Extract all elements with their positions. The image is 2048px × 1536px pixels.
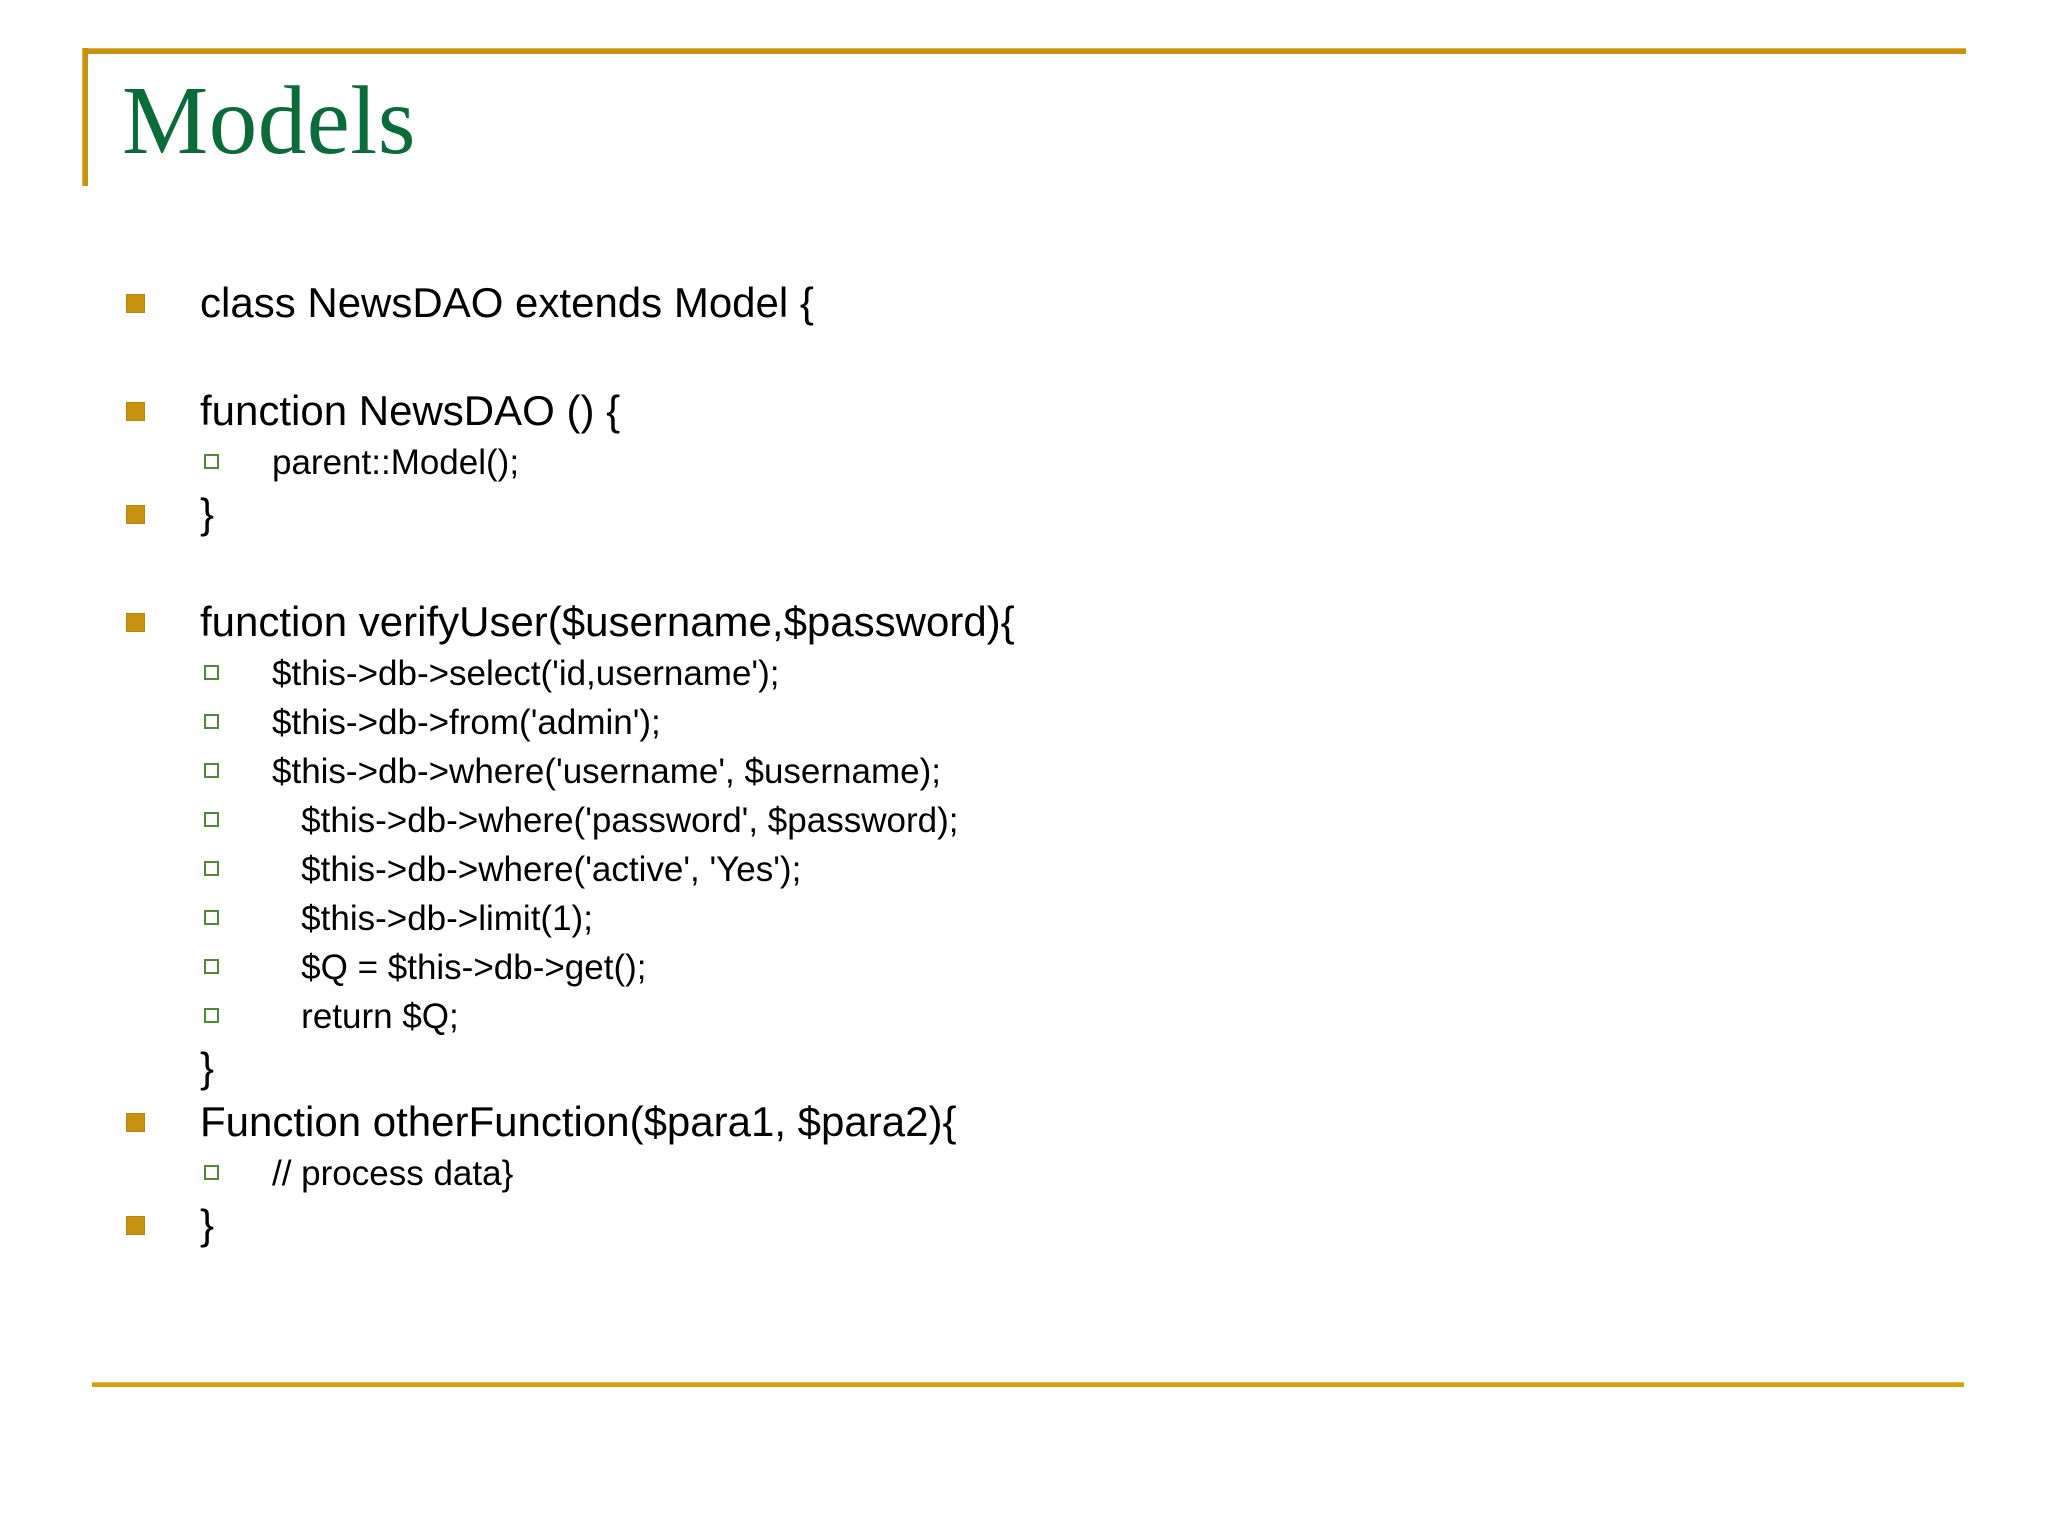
hollow-square-bullet-icon [204,910,219,925]
bullet-line-level2: $this->db->from('admin'); [0,698,2048,747]
bullet-text: $this->db->where('username', $username); [272,752,941,791]
bullet-text: function NewsDAO () { [200,387,621,434]
bullet-text: $this->db->from('admin'); [272,703,661,742]
bullet-line-level1: } [0,1041,2048,1095]
hollow-square-bullet-icon [204,1165,219,1180]
bullet-text: $Q = $this->db->get(); [272,948,647,987]
filled-square-bullet-icon [126,294,145,313]
bullet-line-level1: function verifyUser($username,$password)… [0,595,2048,649]
filled-square-bullet-icon [126,505,145,524]
bullet-line-level2: parent::Model(); [0,438,2048,487]
blank-line [0,541,2048,595]
bullet-text: return $Q; [272,997,459,1036]
slide-body: class NewsDAO extends Model { function Ne… [0,276,2048,1252]
bullet-line-level1: } [0,487,2048,541]
bullet-line-level1: class NewsDAO extends Model { [0,276,2048,330]
bullet-text: // process data} [272,1154,514,1193]
title-left-rule [82,48,88,186]
filled-square-bullet-icon [126,613,145,632]
bullet-line-level2: return $Q; [0,992,2048,1041]
bullet-text: parent::Model(); [272,443,520,482]
hollow-square-bullet-icon [204,812,219,827]
bullet-line-level2: $this->db->where('password', $password); [0,796,2048,845]
filled-square-bullet-icon [126,1216,145,1235]
hollow-square-bullet-icon [204,454,219,469]
hollow-square-bullet-icon [204,763,219,778]
bullet-text: $this->db->where('password', $password); [272,801,959,840]
hollow-square-bullet-icon [204,665,219,680]
bottom-rule [92,1382,1964,1387]
bullet-text: } [200,1044,215,1091]
hollow-square-bullet-icon [204,714,219,729]
bullet-line-level2: $this->db->where('username', $username); [0,747,2048,796]
bullet-line-level2: $this->db->select('id,username'); [0,649,2048,698]
bullet-text: class NewsDAO extends Model { [200,279,814,326]
page-title: Models [122,67,416,174]
bullet-text: Function otherFunction($para1, $para2){ [200,1098,957,1145]
hollow-square-bullet-icon [204,959,219,974]
bullet-line-level1: } [0,1198,2048,1252]
bullet-text: $this->db->limit(1); [272,899,593,938]
title-top-rule [82,48,1966,54]
bullet-text: $this->db->where('active', 'Yes'); [272,850,802,889]
hollow-square-bullet-icon [204,861,219,876]
bullet-line-level2: $Q = $this->db->get(); [0,943,2048,992]
filled-square-bullet-icon [126,402,145,421]
bullet-line-level2: // process data} [0,1149,2048,1198]
bullet-line-level1: Function otherFunction($para1, $para2){ [0,1095,2048,1149]
bullet-line-level2: $this->db->where('active', 'Yes'); [0,845,2048,894]
bullet-text: } [200,1201,215,1248]
hollow-square-bullet-icon [204,1008,219,1023]
bullet-line-level2: $this->db->limit(1); [0,894,2048,943]
bullet-line-level1: function NewsDAO () { [0,384,2048,438]
bullet-text: function verifyUser($username,$password)… [200,598,1015,645]
blank-line [0,330,2048,384]
filled-square-bullet-icon [126,1113,145,1132]
slide-title-block: Models [82,48,1966,188]
bullet-text: $this->db->select('id,username'); [272,654,780,693]
bullet-text: } [200,490,215,537]
